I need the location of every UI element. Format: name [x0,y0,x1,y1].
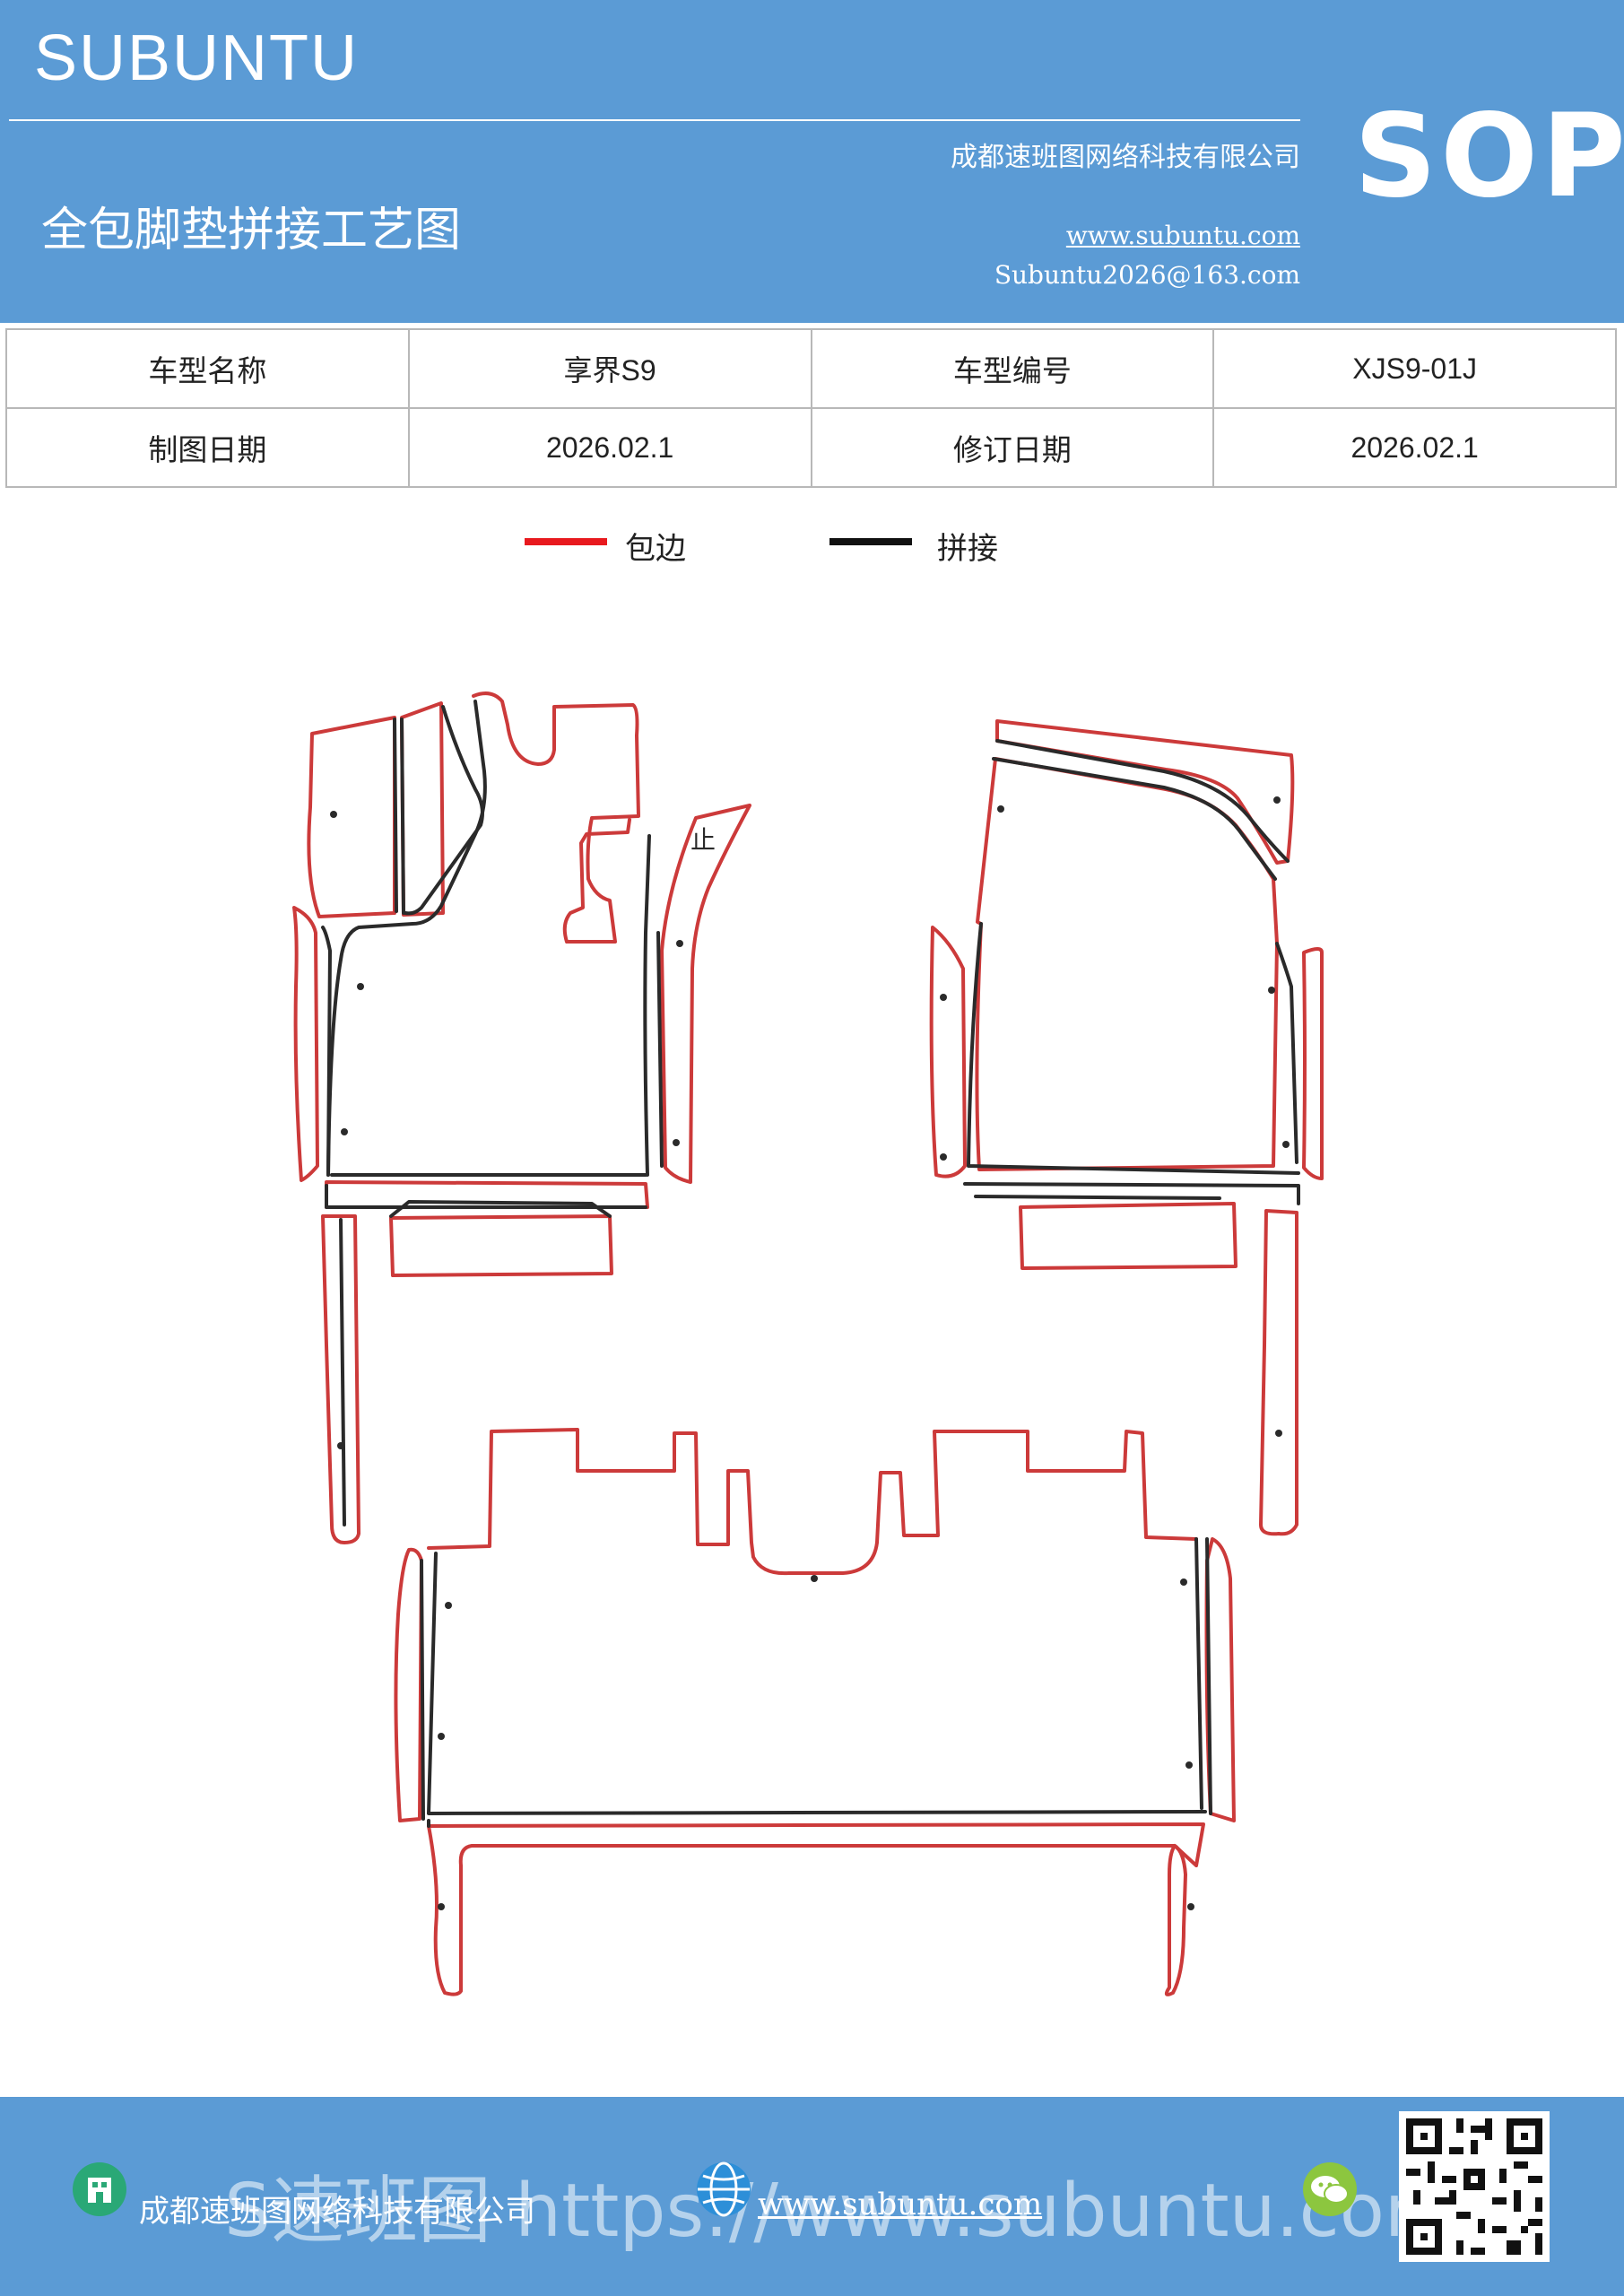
mounting-point [341,1128,348,1135]
driver-mat-seam [393,718,398,913]
passenger-mat-seam [967,922,1300,1175]
passenger-mat-seam [1275,942,1298,1164]
mounting-point [337,1442,344,1449]
driver-mat-heel-strip-edge [321,1214,360,1544]
model-name-label: 车型名称 [5,328,410,409]
rear-mat-step-strip-edge-right [1164,1844,1187,1996]
mounting-point [940,1153,947,1161]
mounting-point [676,940,683,947]
table-row: 制图日期 2026.02.1 修订日期 2026.02.1 [5,407,1617,488]
footer-website-link[interactable]: www.subuntu.com [758,2187,1043,2222]
driver-mat-seam [643,834,651,1177]
driver-mat-seam [325,1184,647,1209]
mounting-point [997,805,1004,813]
rear-mat-seam [1205,1537,1212,1815]
mounting-point [357,983,364,990]
mounting-point [438,1733,445,1740]
mounting-point [330,811,337,818]
model-name-value: 享界S9 [407,328,812,409]
brand-logo-text: SUBUNTU [34,22,360,94]
revision-date-label: 修订日期 [810,407,1215,488]
header-divider [9,119,1300,121]
driver-mat-seam [321,926,332,1177]
legend-label-seam: 拼接 [937,531,998,567]
mounting-point [811,1575,818,1582]
vehicle-info-table: 车型名称 享界S9 车型编号 XJS9-01J 制图日期 2026.02.1 修… [5,328,1617,488]
footer-watermark: S速班图 https://www.subuntu.com [224,2169,1456,2254]
driver-mat-seam [389,1200,612,1218]
header-email: Subuntu2026@163.com [994,260,1300,290]
driver-mat-front-block-edge [389,1214,613,1277]
passenger-mat-seam [995,739,1290,863]
mounting-point [1275,1430,1282,1437]
driver-mat-outer-edge [307,716,396,918]
rear-mat-left-side-edge [394,1547,423,1822]
mounting-point [1273,796,1281,804]
table-row: 车型名称 享界S9 车型编号 XJS9-01J [5,328,1617,409]
passenger-mat-right-side-edge [1302,947,1324,1180]
company-name: 成都速班图网络科技有限公司 [951,142,1300,173]
driver-mat-seam [656,931,664,1168]
rear-mat-top-edge [427,1428,1198,1576]
legend-label-edge: 包边 [625,531,686,567]
mounting-point [1180,1578,1187,1586]
rear-mat-seam [420,1559,425,1821]
rear-mat-seam [1194,1537,1203,1810]
driver-mat-tunnel-edge [660,804,751,1184]
mounting-point [438,1903,445,1910]
driver-mat-seam [339,1218,346,1526]
header-website-link[interactable]: www.subuntu.com [1065,221,1300,250]
rear-mat-step-strip-edge [427,1822,1205,1996]
building-icon [73,2162,126,2216]
driver-mat-top-notch [472,691,640,944]
mounting-point [1268,987,1275,994]
legend-swatch-black [829,538,912,545]
mounting-point [673,1139,680,1146]
legend-item-seam: 拼接 [829,520,1027,574]
draw-date-value: 2026.02.1 [407,407,812,488]
passenger-mat-group [929,719,1324,1536]
driver-mat-seam [326,700,487,1177]
qr-code-icon[interactable] [1399,2111,1550,2262]
globe-icon [697,2161,751,2217]
header-band: SUBUNTU 成都速班图网络科技有限公司 全包脚垫拼接工艺图 www.subu… [0,0,1624,323]
driver-mat-pedal-edge [400,701,445,917]
legend-item-edge: 包边 [525,520,722,574]
footer-company-name: 成都速班图网络科技有限公司 [139,2194,535,2230]
sop-badge: SOP [1354,90,1624,223]
legend-swatch-red [525,538,607,545]
mounting-point [940,994,947,1001]
document-title: 全包脚垫拼接工艺图 [41,204,462,257]
passenger-mat-seam [974,1195,1221,1200]
wechat-icon [1303,2162,1357,2216]
draw-date-label: 制图日期 [5,407,410,488]
driver-mat-group: 止 [292,691,751,1544]
rear-mat-group [394,1428,1236,1996]
mounting-point [1185,1761,1193,1769]
passenger-mat-seam [992,757,1277,881]
model-code-value: XJS9-01J [1212,328,1617,409]
model-code-label: 车型编号 [810,328,1215,409]
revision-date-value: 2026.02.1 [1212,407,1617,488]
mounting-point [1282,1141,1290,1148]
driver-mat-left-side-edge [292,906,319,1182]
mat-splice-diagram: 止 [292,691,1324,1996]
passenger-mat-front-block-edge [1019,1202,1238,1270]
mounting-point [1187,1903,1194,1910]
footer-band: S速班图 https://www.subuntu.com 成都速班图网络科技有限… [0,2097,1624,2296]
rear-mat-seam [427,1552,1207,1815]
passenger-mat-left-side-edge [929,926,967,1178]
mounting-point [445,1602,452,1609]
driver-mat-seam [400,718,405,915]
driver-mat-seam [404,705,484,916]
passenger-mat-heel-strip-edge [1259,1209,1298,1536]
passenger-mat-seam [963,1182,1300,1205]
stop-mark-label: 止 [690,825,716,855]
